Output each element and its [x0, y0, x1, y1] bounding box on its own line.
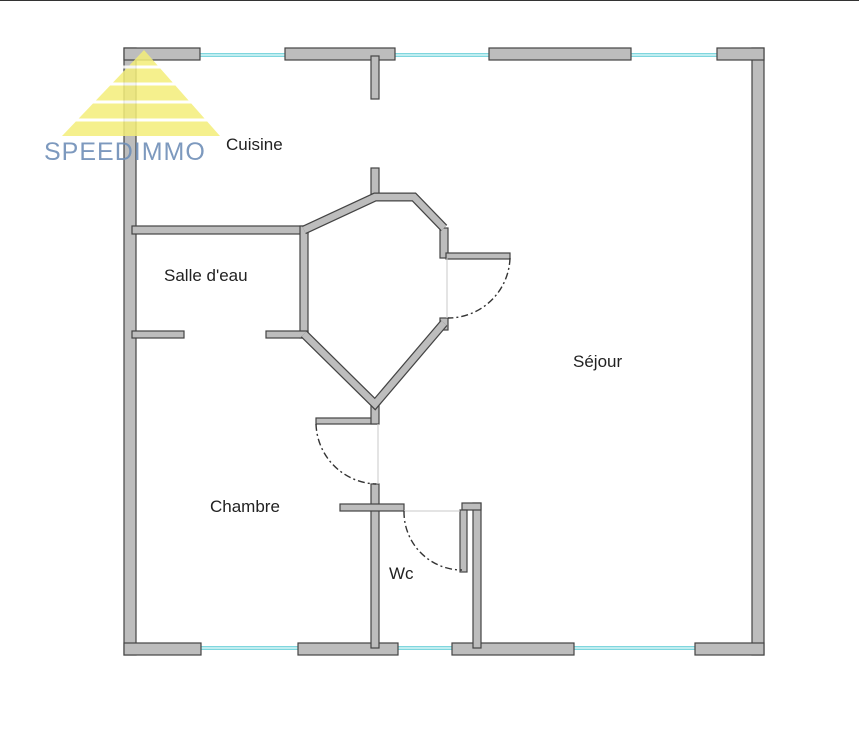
wall-bottom-3 [451, 642, 575, 656]
wall-bottom-4 [694, 642, 765, 656]
wall-bottom-1 [123, 642, 202, 656]
room-label-cuisine: Cuisine [226, 135, 283, 154]
wall-kitchen-stub-top [370, 55, 380, 100]
wall-hex-stub-top [370, 167, 380, 195]
wall-top-4 [716, 47, 765, 61]
top-border-line [0, 0, 859, 1]
room-label-sejour: Séjour [573, 352, 623, 371]
wall-top-3 [488, 47, 632, 61]
door-leaf-bedroom [315, 417, 379, 425]
wall-bottom-2 [297, 642, 399, 656]
wall-wc-right-top [461, 502, 482, 511]
door-leaf-hex-closet [445, 252, 511, 260]
wall-bathroom-bottom-left [131, 330, 185, 339]
wall-wc-right [472, 502, 482, 649]
room-label-chambre: Chambre [210, 497, 280, 516]
wall-bathroom-right [299, 225, 309, 339]
wall-bedroom-wc-cross [339, 503, 405, 512]
windows [198, 53, 718, 650]
speedimmo-logo-icon [62, 50, 220, 136]
door-swings [315, 257, 511, 571]
door-swing-hex-closet [447, 257, 511, 319]
door-leaf-wc [459, 509, 468, 573]
door-swing-bedroom [315, 423, 377, 485]
hexagon-closet-walls [300, 192, 448, 411]
wall-kitchen-bathroom [131, 225, 309, 235]
room-label-salle-d-eau: Salle d'eau [164, 266, 248, 285]
room-label-wc: Wc [389, 564, 414, 583]
logo-wordmark: SPEEDIMMO [44, 138, 206, 166]
outer-walls [123, 47, 765, 656]
door-swing-wc [403, 510, 463, 571]
wall-top-2 [284, 47, 396, 61]
wall-right [751, 47, 765, 656]
